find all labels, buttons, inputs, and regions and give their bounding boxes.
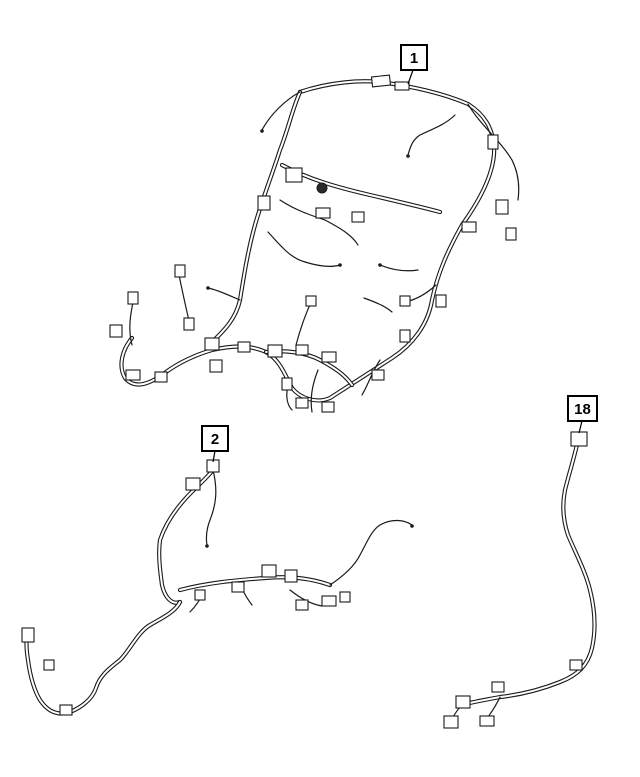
harness-18: 18 bbox=[443, 395, 598, 729]
callout-1: 1 bbox=[400, 44, 428, 85]
callout-2: 2 bbox=[201, 425, 229, 463]
callout-2-label: 2 bbox=[211, 431, 219, 448]
harness-1: 1 bbox=[109, 44, 520, 413]
callout-18: 18 bbox=[567, 395, 598, 434]
harness-2: 2 bbox=[21, 425, 414, 716]
callout-1-label: 1 bbox=[410, 50, 418, 67]
callout-18-label: 18 bbox=[574, 401, 591, 418]
